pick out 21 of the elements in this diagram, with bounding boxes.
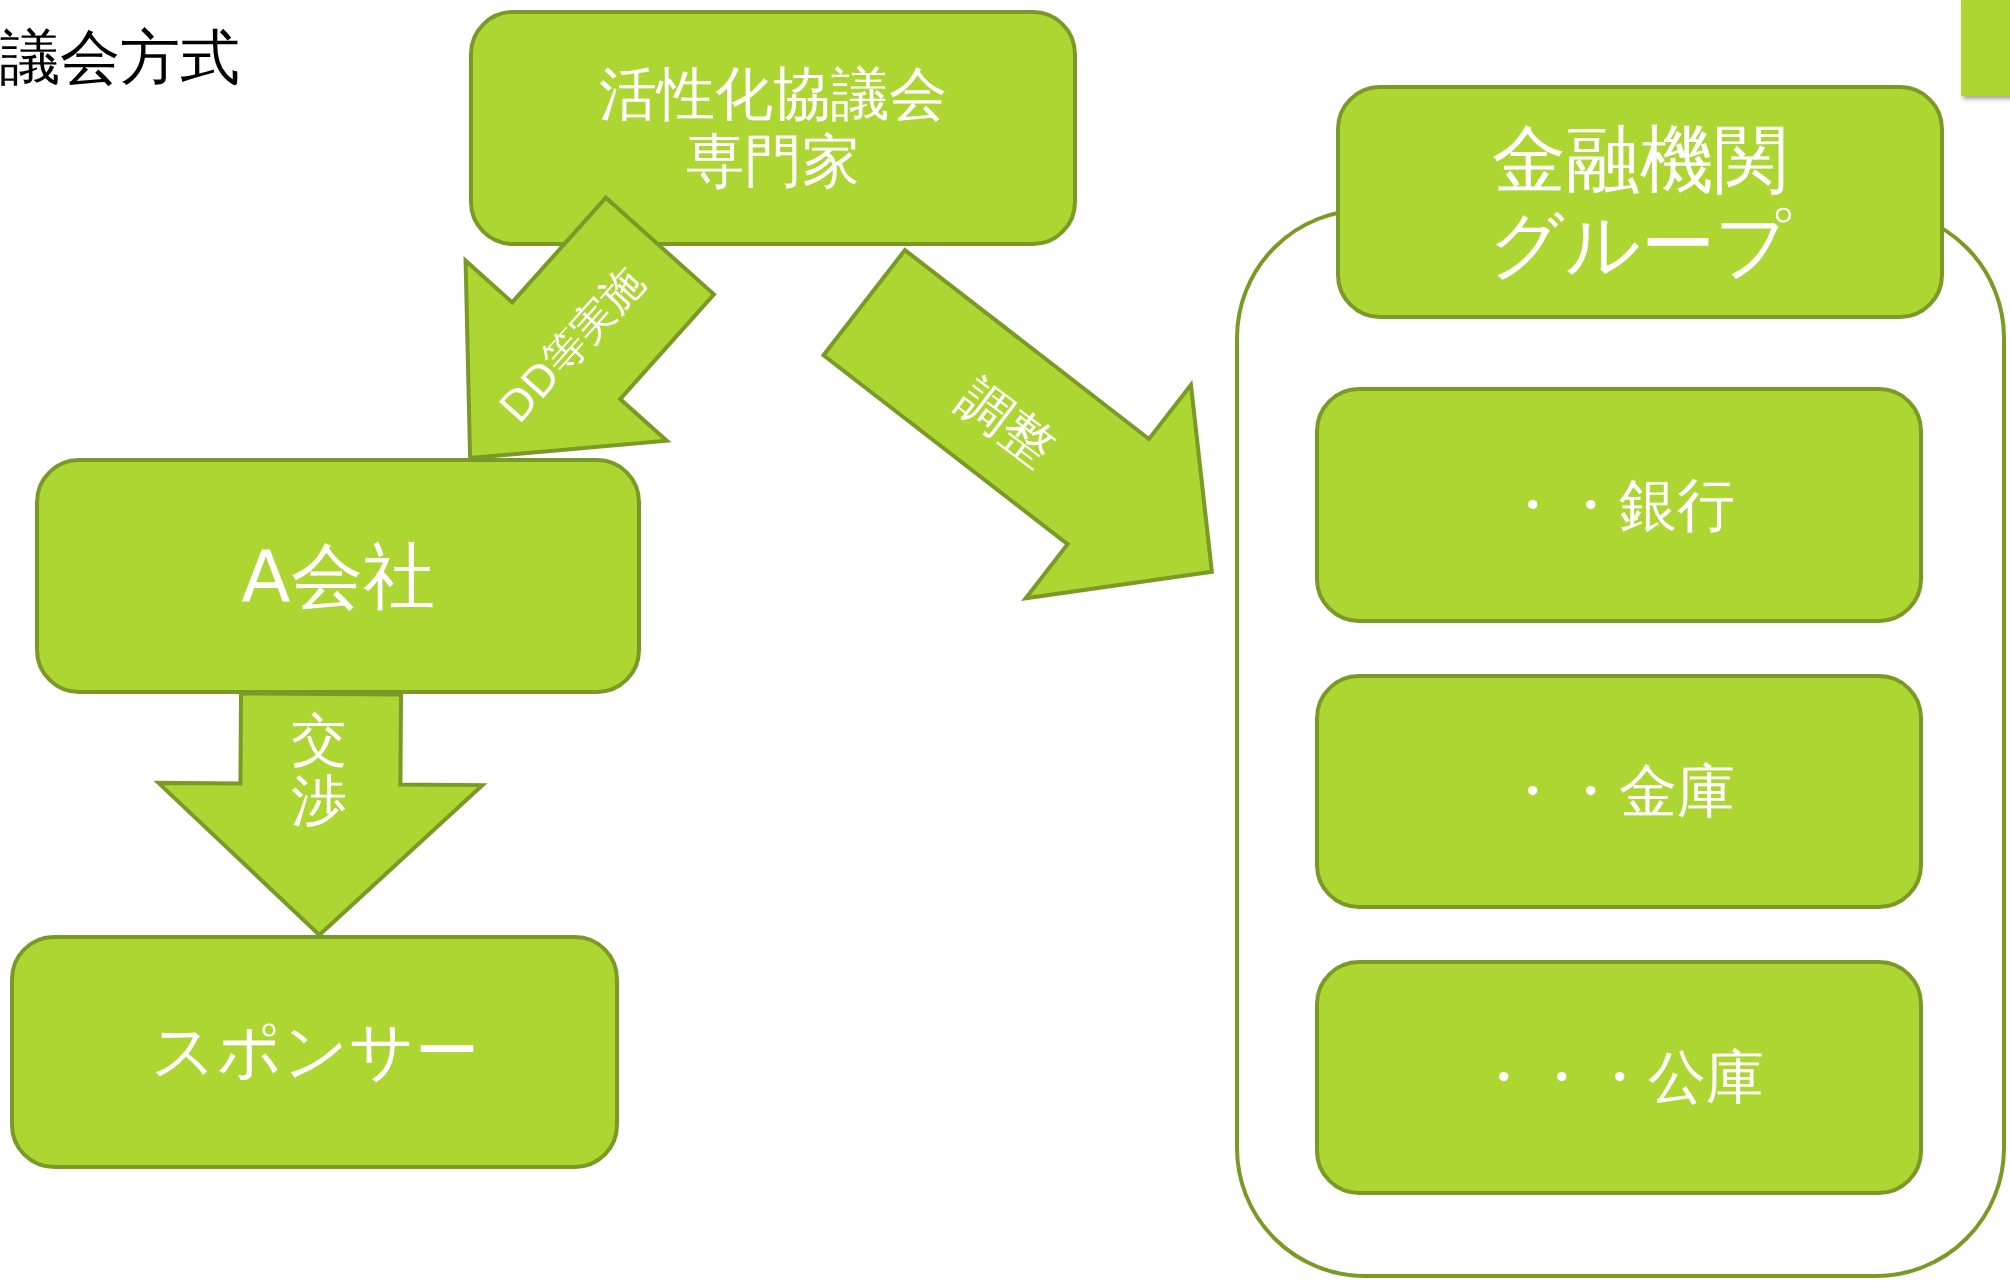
- node-label: A会社: [241, 534, 435, 618]
- block-arrow: [463, 194, 717, 461]
- title: 議会方式: [0, 21, 240, 94]
- edge-label: 交渉: [291, 708, 347, 832]
- rounded-box: [1315, 387, 1923, 623]
- node-label: ・・銀行: [1503, 471, 1735, 539]
- node-label: ・・・公庫: [1474, 1044, 1764, 1111]
- edge-label: 調整: [947, 368, 1065, 478]
- node-label: ・・金庫: [1503, 758, 1735, 825]
- block-arrow: [820, 247, 1215, 602]
- node-label: 金融機関グループ: [1488, 116, 1792, 288]
- node-label: スポンサー: [150, 1015, 479, 1089]
- rounded-box: [1336, 85, 1944, 319]
- rounded-box: [1315, 674, 1923, 909]
- rounded-box: [35, 458, 641, 694]
- rounded-box: [1315, 960, 1923, 1195]
- rounded-box: [469, 10, 1077, 246]
- node-label: 活性化協議会専門家: [598, 61, 948, 195]
- rounded-box: [10, 935, 619, 1169]
- block-arrow: [153, 691, 488, 938]
- edge-label: DD等実施: [490, 258, 653, 432]
